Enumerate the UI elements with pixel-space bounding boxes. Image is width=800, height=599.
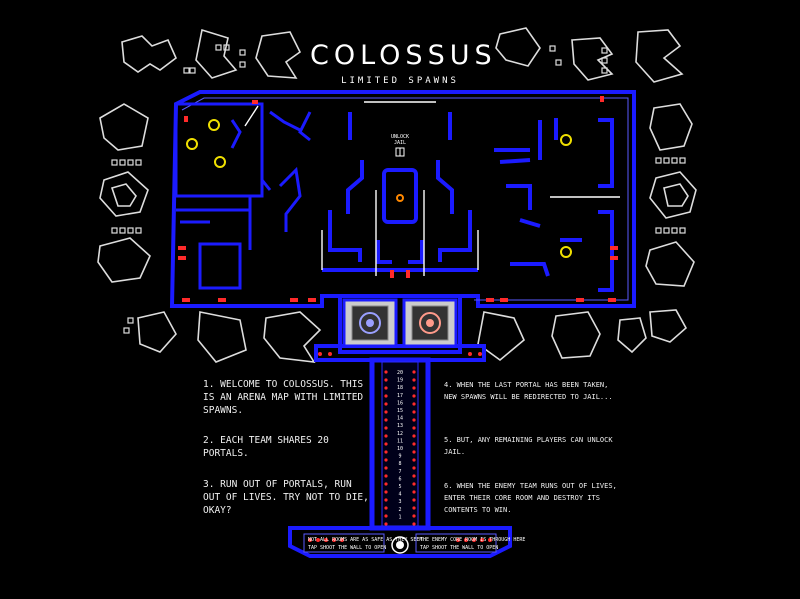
footer-left-line2: TAP SHOOT THE WALL TO OPEN [308, 545, 386, 551]
rule-6: 6. WHEN THE ENEMY TEAM RUNS OUT OF LIVES… [444, 482, 617, 514]
portal-counter-number: 4 [398, 492, 401, 498]
map-title: COLOSSUS [310, 40, 497, 71]
right-room-walls [494, 118, 614, 292]
lane-lines [244, 101, 620, 276]
left-room-walls [174, 102, 312, 290]
portal-counter-dots [308, 352, 492, 542]
asteroid-outline-icon [97, 27, 697, 363]
portal-counter-number: 10 [397, 446, 403, 452]
portal-counter-number: 20 [397, 370, 403, 376]
core-rooms [342, 298, 458, 348]
portal-counter-number: 1 [398, 514, 401, 520]
portal-counter-number: 15 [397, 408, 403, 414]
portal-counter-number: 11 [397, 438, 403, 444]
map-subtitle: LIMITED SPAWNS [341, 76, 459, 86]
portal-counter-number: 14 [397, 416, 403, 422]
portal-counter-number: 16 [397, 400, 403, 406]
rule-5: 5. BUT, ANY REMAINING PLAYERS CAN UNLOCK… [444, 436, 613, 456]
portal-counter-number: 3 [398, 499, 401, 505]
rule-3: 3. RUN OUT OF PORTALS, RUN OUT OF LIVES.… [203, 479, 369, 516]
footer-left-line1: NOT ALL ROOMS ARE AS SAFE AS THEY SEEM [308, 537, 422, 543]
portal-counter-number: 17 [397, 393, 403, 399]
portal-counter-number: 6 [398, 476, 401, 482]
center-walls [322, 112, 478, 272]
footer-right-line1: THE ENEMY CORE ROOM IS THROUGH HERE [420, 537, 525, 543]
portal-counter-number: 18 [397, 385, 403, 391]
core-target-icon [419, 312, 441, 334]
rule-4: 4. WHEN THE LAST PORTAL HAS BEEN TAKEN, … [444, 381, 613, 401]
portal-counter-number: 8 [398, 461, 401, 467]
counter-corridor [288, 357, 512, 558]
ring-pickup-icon [186, 119, 572, 258]
footer-right-line2: TAP SHOOT THE WALL TO OPEN [420, 545, 498, 551]
portal-counter-number: 19 [397, 378, 403, 384]
portal-counter-number: 7 [398, 469, 401, 475]
portal-counter-number: 5 [398, 484, 401, 490]
portal-counter-number: 13 [397, 423, 403, 429]
dot-cluster-icon [111, 44, 686, 334]
unlock-jail-label-2: JAIL [394, 140, 406, 146]
jail-gate-icon[interactable] [395, 147, 405, 157]
core-target-icon [359, 312, 381, 334]
portal-counter-number: 9 [398, 454, 401, 460]
spawn-portal-icon [178, 96, 618, 302]
portal-counter-number: 2 [398, 507, 401, 513]
portal-counter-number: 12 [397, 431, 403, 437]
unlock-jail-label-1: UNLOCK [391, 134, 409, 140]
rule-1: 1. WELCOME TO COLOSSUS. THIS IS AN ARENA… [203, 379, 364, 416]
rule-2: 2. EACH TEAM SHARES 20 PORTALS. [203, 435, 329, 459]
